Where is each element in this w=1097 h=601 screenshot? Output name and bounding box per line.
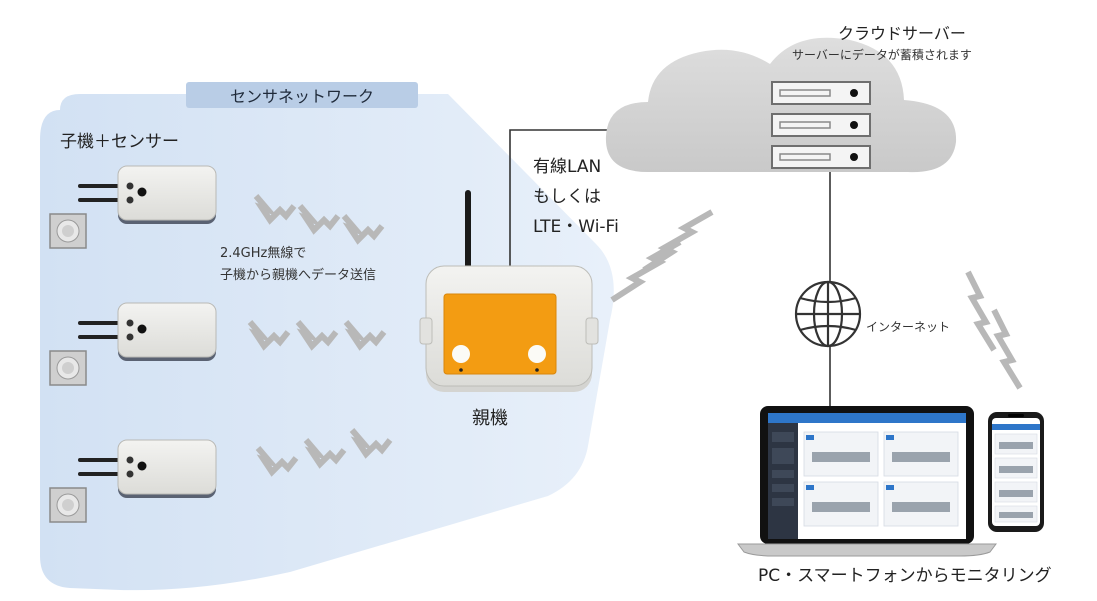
sensor-units-label: 子機＋センサー	[60, 132, 179, 152]
internet-label: インターネット	[866, 320, 951, 334]
lte-signal-icon	[610, 209, 714, 303]
wireless-line-2: 子機から親機へデータ送信	[220, 268, 377, 283]
sensor-network-text: センサネットワーク	[229, 87, 374, 106]
smartphone-icon	[988, 412, 1044, 532]
server-rack-icon	[771, 81, 871, 169]
laptop-icon	[737, 406, 997, 557]
wireless-description: 2.4GHz無線で 子機から親機へデータ送信	[220, 243, 376, 287]
connection-line-1: 有線LAN	[533, 157, 602, 177]
gateway-label: 親機	[472, 408, 508, 429]
monitoring-label: PC・スマートフォンからモニタリング	[758, 566, 1052, 586]
antenna-icon	[465, 190, 471, 276]
cloud-server-label: クラウドサーバー	[838, 24, 966, 43]
sensor-network-label: センサネットワーク	[186, 82, 418, 108]
mobile-signal-icon	[965, 270, 1023, 390]
connection-line-2: もしくは	[533, 187, 601, 207]
gateway-device-icon	[419, 190, 599, 392]
lan-connection-line	[509, 129, 640, 272]
cloud-server-note: サーバーにデータが蓄積されます	[792, 48, 972, 62]
globe-icon	[794, 280, 862, 348]
connection-line-3: LTE・Wi-Fi	[533, 217, 619, 237]
connection-description: 有線LAN もしくは LTE・Wi-Fi	[533, 152, 619, 242]
wireless-line-1: 2.4GHz無線で	[220, 246, 307, 261]
